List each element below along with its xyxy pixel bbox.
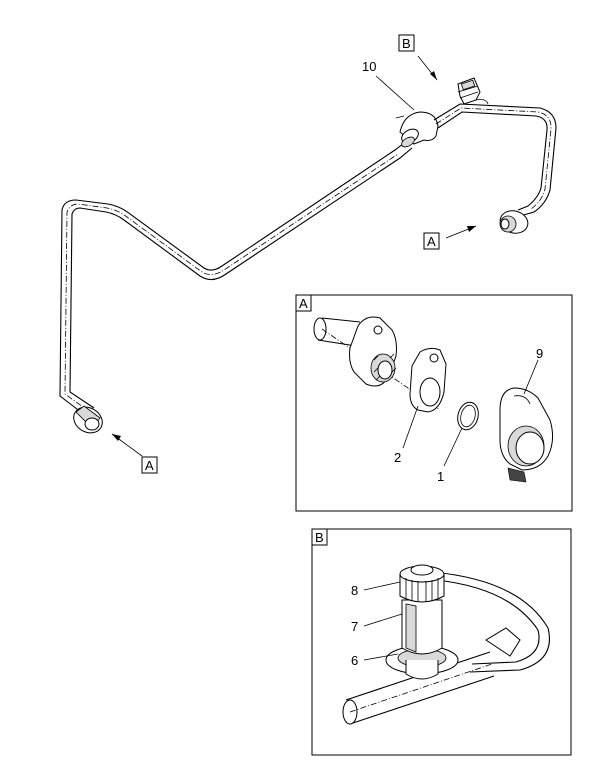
ref-a-left-label: A [145,458,154,473]
leader-7 [363,613,403,627]
leader-1 [443,427,463,467]
leader-9 [523,359,539,395]
ref-b-top-label: B [402,36,411,51]
detail-a: A [295,294,573,512]
callout-2: 2 [394,450,401,465]
callout-1: 1 [437,469,444,484]
ref-a-top-label: A [427,234,436,249]
ref-box-b-top [398,34,415,52]
detail-b-label: B [315,530,324,545]
leader-2 [402,405,419,449]
callout-10: 10 [362,59,376,74]
callout-6: 6 [351,653,358,668]
tube-assembly [59,77,557,434]
ref-arrow-b-top [417,55,438,81]
ref-box-a-left [141,456,158,474]
leader-8 [363,581,401,591]
callout-7: 7 [351,619,358,634]
detail-b: B [311,528,572,756]
ref-box-a-top [423,232,440,250]
leader-10 [375,75,415,111]
callout-9: 9 [536,346,543,361]
callout-8: 8 [351,583,358,598]
leader-6 [363,653,399,661]
ref-arrow-a-left [111,433,143,457]
detail-a-label: A [299,296,308,311]
ref-arrow-a-top [445,225,477,239]
